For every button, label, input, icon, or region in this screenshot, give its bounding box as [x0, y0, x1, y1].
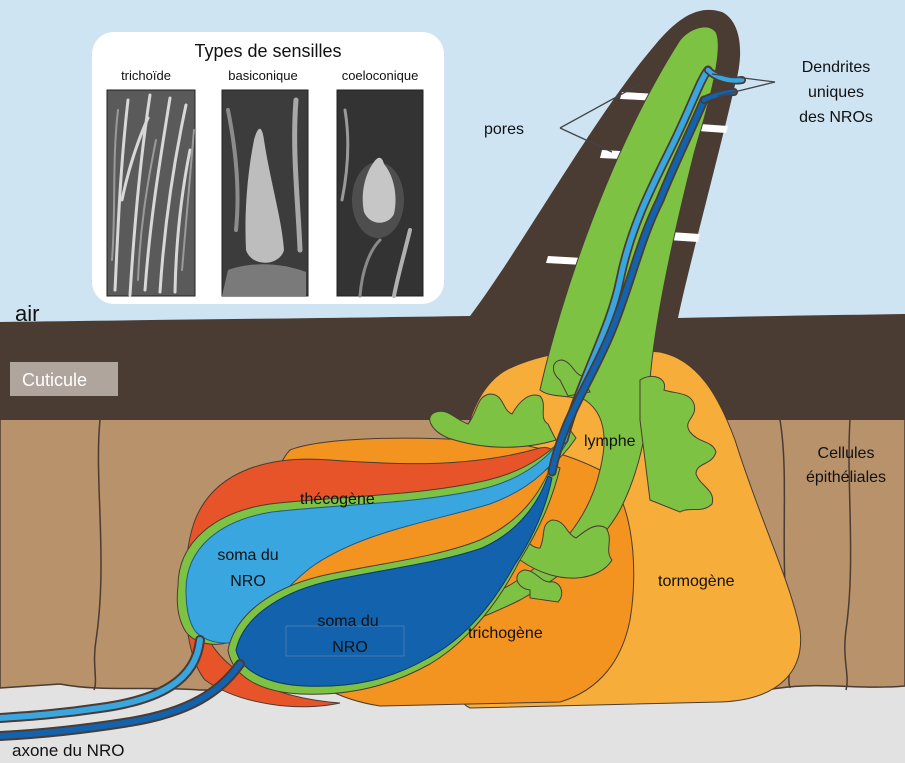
pores-label: pores: [484, 121, 524, 138]
axon-label: axone du NRO: [12, 741, 124, 760]
dendrites-label-line1: Dendrites: [802, 59, 870, 76]
thecogen-label: thécogène: [300, 491, 375, 508]
dendrites-label-line2: uniques: [808, 84, 864, 101]
inset-panel: Types de sensilles trichoïde basiconique…: [92, 32, 444, 304]
coeloconic-micrograph: [337, 90, 423, 296]
air-label: air: [15, 301, 39, 326]
epithelial-label-line1: Cellules: [818, 445, 875, 462]
soma-light-label-line2: NRO: [230, 573, 266, 590]
inset-type-coeloconic: coeloconique: [342, 68, 419, 83]
soma-light-label-line1: soma du: [217, 547, 278, 564]
inset-title: Types de sensilles: [194, 41, 341, 61]
inset-type-trichoid: trichoïde: [121, 68, 171, 83]
epithelial-label-line2: épithéliales: [806, 469, 886, 486]
basiconic-micrograph: [222, 90, 308, 296]
lymph-label: lymphe: [584, 433, 636, 450]
inset-type-basiconic: basiconique: [228, 68, 297, 83]
trichogen-label: trichogène: [468, 625, 543, 642]
soma-dark-label-line2: NRO: [332, 639, 368, 656]
tormogen-label: tormogène: [658, 573, 735, 590]
soma-dark-label-line1: soma du: [317, 613, 378, 630]
dendrites-label-line3: des NROs: [799, 109, 873, 126]
cuticle-label: Cuticule: [22, 370, 87, 390]
trichoid-micrograph: [107, 90, 195, 296]
